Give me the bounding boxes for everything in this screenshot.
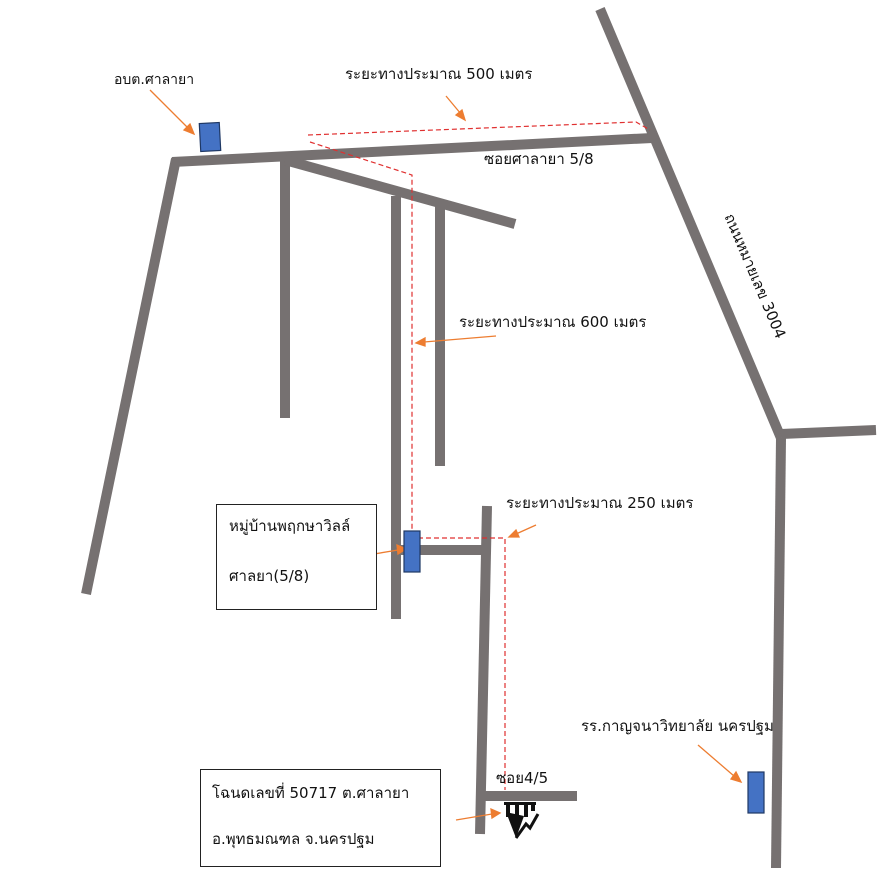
pointer-600-head bbox=[414, 336, 426, 347]
road-soi-salaya-58 bbox=[171, 133, 653, 167]
label-distance-500: ระยะทางประมาณ 500 เมตร bbox=[345, 65, 533, 83]
village-info-box: หมู่บ้านพฤกษาวิลล์ ศาลยา(5/8) bbox=[216, 504, 377, 610]
route-250m bbox=[418, 537, 506, 790]
deed-info-box: โฉนดเลขที่ 50717 ต.ศาลายา อ.พุทธมณฑล จ.น… bbox=[200, 769, 441, 867]
roads bbox=[81, 7, 877, 869]
route-600m bbox=[309, 141, 413, 540]
marker-school bbox=[747, 771, 765, 814]
road-soi-45 bbox=[475, 505, 492, 835]
pointer-250-head bbox=[507, 528, 520, 538]
road-branch-diagonal bbox=[283, 155, 517, 229]
deed-number: โฉนดเลขที่ 50717 ต.ศาลายา bbox=[212, 784, 410, 802]
road-west-diagonal bbox=[81, 157, 181, 596]
pointer-office bbox=[149, 89, 189, 129]
house-heart-icon bbox=[504, 802, 540, 839]
marker-village bbox=[403, 530, 421, 573]
marker-subdistrict-office bbox=[198, 121, 222, 153]
label-distance-250: ระยะทางประมาณ 250 เมตร bbox=[506, 494, 694, 512]
pointers bbox=[149, 89, 743, 821]
pointer-deed-head bbox=[490, 807, 502, 820]
road-highway-east bbox=[780, 425, 877, 439]
markers bbox=[198, 121, 765, 814]
pointer-office-head bbox=[182, 122, 196, 136]
road-highway-3004 bbox=[595, 7, 786, 440]
label-school: รร.กาญจนาวิทยาลัย นครปฐม bbox=[581, 717, 774, 735]
village-name: หมู่บ้านพฤกษาวิลล์ bbox=[229, 517, 351, 535]
pointer-village-head bbox=[396, 543, 408, 556]
pointer-600 bbox=[423, 335, 497, 343]
pointer-school bbox=[697, 744, 735, 777]
label-subdistrict-office: อบต.ศาลายา bbox=[114, 72, 195, 88]
label-distance-600: ระยะทางประมาณ 600 เมตร bbox=[459, 313, 647, 331]
route-500m bbox=[307, 121, 651, 136]
village-area: ศาลยา(5/8) bbox=[229, 567, 310, 585]
deed-location: อ.พุทธมณฑล จ.นครปฐม bbox=[212, 830, 375, 848]
pointer-250 bbox=[515, 524, 537, 535]
pointer-500 bbox=[445, 95, 462, 115]
label-soi-45: ซอย4/5 bbox=[496, 769, 549, 787]
pointer-deed bbox=[455, 813, 493, 821]
road-highway-south bbox=[771, 437, 786, 869]
routes bbox=[307, 121, 651, 790]
label-soi-salaya-58: ซอยศาลายา 5/8 bbox=[484, 150, 594, 168]
pointer-500-head bbox=[454, 108, 467, 122]
pointer-school-head bbox=[729, 770, 743, 784]
